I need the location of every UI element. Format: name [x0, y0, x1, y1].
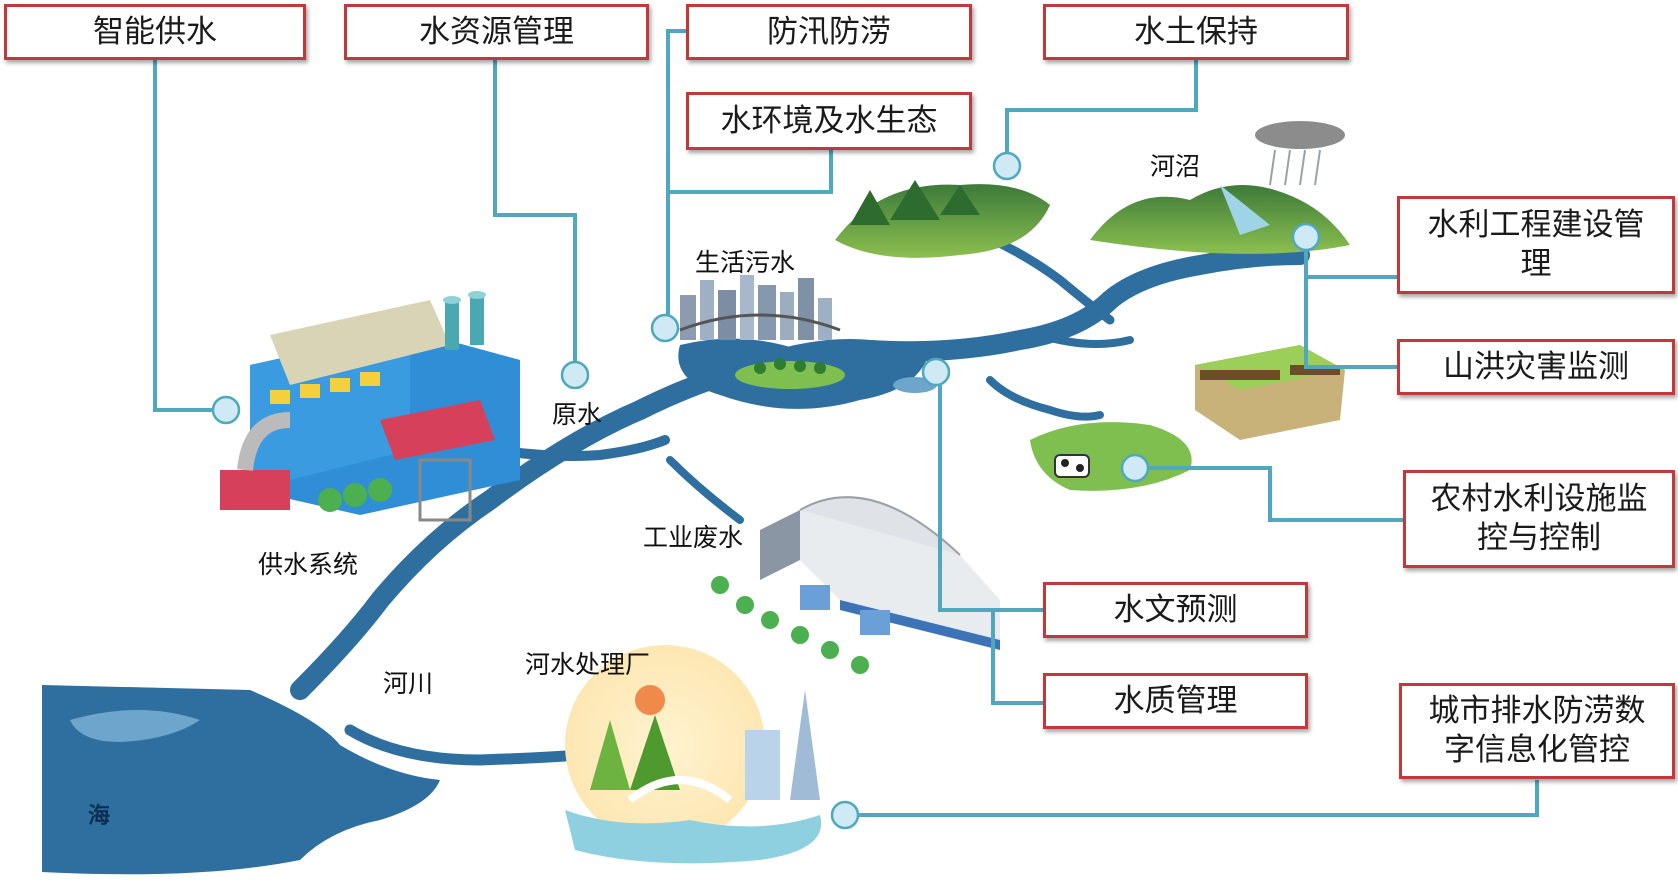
- box-smart-supply: 智能供水: [4, 4, 306, 60]
- connector-soil-conservation: [1005, 57, 1198, 166]
- box-water-environment: 水环境及水生态: [686, 92, 972, 150]
- marsh-mountain-illustration: [1090, 121, 1350, 254]
- river-lower-branch: [986, 376, 1104, 421]
- supply-factory-illustration: [220, 291, 520, 522]
- label-marsh: 河沼: [1150, 152, 1201, 181]
- label-raw-water: 原水: [552, 400, 603, 429]
- label-river: 河川: [383, 669, 434, 698]
- label-domestic-sewage: 生活污水: [695, 248, 796, 277]
- node-hydrology: [921, 357, 951, 387]
- box-hydrology: 水文预测: [1043, 582, 1308, 638]
- box-rural-water: 农村水利设施监控与控制: [1403, 470, 1675, 568]
- connector-rural-water: [1135, 466, 1403, 522]
- sea-highlight: [70, 710, 200, 742]
- label-industrial-wastewater: 工业废水: [643, 523, 744, 552]
- connector-smart-supply: [153, 57, 226, 412]
- treatment-plant-illustration: [565, 645, 822, 864]
- node-raw-water: [560, 360, 590, 390]
- connector-mountain-flood: [1304, 277, 1397, 369]
- industrial-hall-illustration: [711, 496, 1000, 674]
- label-sea: 海: [88, 804, 111, 829]
- connector-water-resource: [493, 57, 577, 375]
- label-supply-system: 供水系统: [258, 550, 359, 579]
- box-water-project: 水利工程建设管理: [1397, 196, 1675, 294]
- box-soil-conservation: 水土保持: [1043, 4, 1349, 60]
- connector-flood-control: [666, 29, 686, 328]
- river-supply-branch: [505, 435, 670, 461]
- dam-field-illustration: [1195, 345, 1345, 440]
- node-rural-water: [1120, 453, 1150, 483]
- box-flood-control: 防汛防涝: [686, 4, 972, 60]
- box-urban-drainage: 城市排水防涝数字信息化管控: [1399, 683, 1675, 779]
- node-urban-drainage: [830, 800, 860, 830]
- connector-water-environment: [668, 150, 833, 194]
- hill-illustration: [835, 180, 1050, 258]
- node-water-project: [1291, 222, 1321, 252]
- node-soil-conservation: [992, 151, 1022, 181]
- connector-water-quality: [991, 610, 1043, 705]
- node-smart-supply: [211, 395, 241, 425]
- node-domestic-sewage: [650, 313, 680, 343]
- river-industrial-branch: [666, 456, 744, 524]
- river-east-branch: [1036, 331, 1134, 348]
- pasture-illustration: [1030, 422, 1192, 491]
- box-water-resource: 水资源管理: [344, 4, 649, 60]
- connector-hydrology: [938, 372, 1043, 612]
- city-illustration: [679, 275, 845, 389]
- box-mountain-flood: 山洪灾害监测: [1397, 339, 1675, 395]
- label-treatment-plant: 河水处理厂: [525, 650, 651, 679]
- river-treatment-branch: [344, 724, 586, 766]
- connector-urban-drainage: [845, 780, 1539, 817]
- box-water-quality: 水质管理: [1043, 673, 1308, 729]
- connector-nodes: [211, 151, 1321, 830]
